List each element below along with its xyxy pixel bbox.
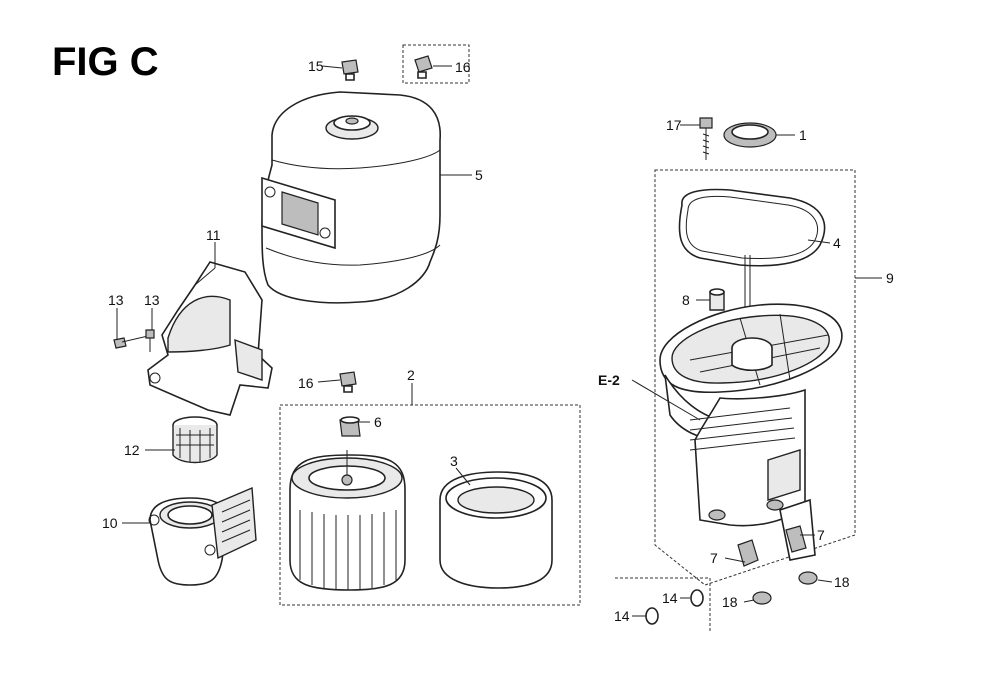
- studs-7: [737, 525, 807, 567]
- ring-1: [723, 122, 777, 148]
- callout-4: 4: [833, 235, 841, 251]
- gasket-4: [678, 188, 826, 267]
- detail-box-2: [279, 404, 581, 606]
- air-cleaner-case: [659, 255, 843, 561]
- washers-14: [615, 577, 711, 632]
- air-cleaner-elbow: [147, 261, 273, 416]
- wing-nut-15: [341, 59, 359, 81]
- callout-18b: 18: [834, 574, 850, 590]
- callout-17: 17: [666, 117, 682, 133]
- callout-e2: E-2: [598, 372, 620, 388]
- nuts-18: [752, 571, 818, 605]
- detail-box-16: [402, 44, 470, 84]
- callout-7b: 7: [817, 527, 825, 543]
- callout-3: 3: [450, 453, 458, 469]
- callout-7a: 7: [710, 550, 718, 566]
- callout-2: 2: [407, 367, 415, 383]
- foam-pre-cleaner: [439, 471, 553, 589]
- callout-1: 1: [799, 127, 807, 143]
- bolt-17: [699, 117, 713, 160]
- callout-14a: 14: [614, 608, 630, 624]
- callout-12: 12: [124, 442, 140, 458]
- callout-16-mid: 16: [298, 375, 314, 391]
- detail-box-9: [654, 169, 856, 586]
- nut-6: [339, 416, 361, 437]
- callout-11: 11: [206, 227, 221, 243]
- callout-10: 10: [102, 515, 118, 531]
- callout-6: 6: [374, 414, 382, 430]
- spacer-8: [709, 288, 725, 311]
- collar-10: [148, 486, 257, 586]
- air-cleaner-cover: [261, 91, 441, 304]
- wing-nut-16-top: [414, 55, 433, 79]
- callout-5: 5: [475, 167, 483, 183]
- callout-8: 8: [682, 292, 690, 308]
- callout-13b: 13: [144, 292, 160, 308]
- wing-nut-16-mid: [339, 371, 357, 393]
- filter-element: [289, 450, 406, 591]
- callout-labels: 15 16 5 11 13 13 12 10 16 2 6 3 1 17 4 9…: [102, 58, 894, 624]
- figure-title: FIG C: [52, 40, 159, 84]
- callout-9: 9: [886, 270, 894, 286]
- callout-16-top: 16: [455, 59, 471, 75]
- callout-13a: 13: [108, 292, 124, 308]
- callout-18a: 18: [722, 594, 738, 610]
- screws-13: [113, 329, 155, 352]
- callout-14b: 14: [662, 590, 678, 606]
- screen-12: [172, 416, 218, 464]
- leader-lines: [116, 65, 882, 617]
- callout-15: 15: [308, 58, 324, 74]
